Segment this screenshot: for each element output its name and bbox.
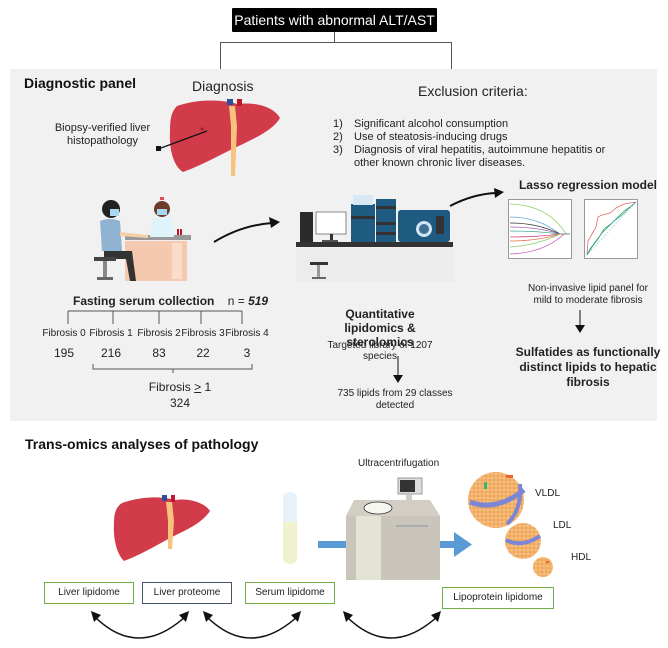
fibrosis-4-label: Fibrosis 4 xyxy=(225,328,269,339)
exclusion-item: 1)Significant alcohol consumption xyxy=(333,118,509,130)
arrow-down-lasso xyxy=(575,310,585,333)
fibrosis-2-count: 83 xyxy=(152,346,166,360)
ultracentrifuge-illustration xyxy=(318,477,472,580)
fibrosis-0-label: Fibrosis 0 xyxy=(42,328,86,339)
library-size-text: Targeted library of 1207 species xyxy=(327,340,433,362)
portal-vein-icon xyxy=(227,99,233,105)
biopsy-label: Biopsy-verified liver histopathology xyxy=(45,122,160,148)
arrow-to-lipidomics xyxy=(213,217,280,243)
vldl-label: VLDL xyxy=(535,488,561,499)
arrow-to-lasso xyxy=(449,188,504,207)
connector-vertical xyxy=(334,32,335,42)
arrow-in-icon xyxy=(318,541,346,548)
trans-omics-title: Trans-omics analyses of pathology xyxy=(25,436,259,452)
ldl-particle xyxy=(505,523,542,559)
serum-collection-illustration xyxy=(94,197,191,281)
nurse-body-icon xyxy=(150,217,174,237)
monitor-icon xyxy=(315,211,347,235)
fibrosis-3-count: 22 xyxy=(196,346,210,360)
connector-left-drop xyxy=(220,42,221,69)
exclusion-item: 2)Use of steatosis-inducing drugs xyxy=(333,131,508,143)
lasso-roc-plot xyxy=(584,199,638,259)
fibrosis-bracket xyxy=(67,310,243,324)
lipoprotein-lipidome-box: Lipoprotein lipidome xyxy=(442,587,554,609)
fibrosis-4-count: 3 xyxy=(243,346,251,360)
artery-icon xyxy=(237,99,242,106)
serum-tube-icon xyxy=(283,492,297,564)
biopsy-needle-icon xyxy=(160,130,208,149)
liver-biopsy-illustration xyxy=(156,99,280,176)
exclusion-item: 3)Diagnosis of viral hepatitis, autoimmu… xyxy=(333,144,606,156)
double-arrow-serum-lipoprotein xyxy=(343,611,441,639)
liver-lipidome-box: Liver lipidome xyxy=(44,582,134,604)
lipidomics-instrument-illustration xyxy=(296,195,454,282)
vldl-particle xyxy=(468,472,526,528)
exclusion-title: Exclusion criteria: xyxy=(418,83,528,99)
stool-icon xyxy=(94,257,116,261)
serum-title-text: Fasting serum collection xyxy=(73,294,215,308)
biopsy-label-line1: Biopsy-verified liver xyxy=(54,122,151,134)
fibrosis-0-count: 195 xyxy=(53,346,75,360)
connector-horizontal xyxy=(220,42,452,43)
fibrosis-summary-label: Fibrosis > 1 xyxy=(148,380,212,394)
fibrosis-1-label: Fibrosis 1 xyxy=(89,328,133,339)
pump-stack-icon xyxy=(376,199,396,242)
hdl-particle xyxy=(533,557,553,577)
portal-vein-icon xyxy=(162,495,167,501)
n-value: 519 xyxy=(248,294,269,308)
diagnosis-label: Diagnosis xyxy=(192,78,254,94)
rotor-lid-icon xyxy=(363,501,393,515)
biopsy-label-line2: histopathology xyxy=(67,135,138,147)
liver-proteome-box: Liver proteome xyxy=(142,582,232,604)
n-label: n = xyxy=(227,294,245,308)
fibrosis-2-label: Fibrosis 2 xyxy=(137,328,181,339)
liver-icon xyxy=(113,495,210,561)
liver-icon xyxy=(169,100,280,172)
lab-stool-icon xyxy=(310,262,328,265)
lipids-detected-text: 735 lipids from 29 classes detected xyxy=(337,388,453,411)
bile-duct-icon xyxy=(166,502,174,549)
serum-lipidome-box: Serum lipidome xyxy=(245,582,335,604)
lasso-coefficient-plot xyxy=(508,199,572,259)
blood-tubes-icon xyxy=(177,229,179,235)
bench-top-icon xyxy=(296,242,453,247)
ultracentrifugation-label: Ultracentrifugation xyxy=(358,458,440,469)
connector-right-drop xyxy=(451,42,452,69)
bile-duct-icon xyxy=(229,106,237,176)
ldl-label: LDL xyxy=(553,520,572,531)
fibrosis-1-count: 216 xyxy=(100,346,122,360)
exclusion-item-continued: other known chronic liver diseases. xyxy=(354,157,526,169)
fibrosis-3-label: Fibrosis 3 xyxy=(181,328,225,339)
artery-icon xyxy=(171,495,175,502)
serum-collection-title: Fasting serum collection n = 519 xyxy=(73,294,268,308)
patients-header-box: Patients with abnormal ALT/AST xyxy=(232,8,437,32)
double-arrow-lipidome-proteome xyxy=(91,611,189,639)
patient-body-icon xyxy=(100,219,122,251)
diagnostic-panel-title: Diagnostic panel xyxy=(24,75,137,91)
computer-tower-icon xyxy=(300,212,313,242)
lc-stack-icon xyxy=(351,204,375,242)
arrow-out-icon xyxy=(440,541,456,548)
lipidomics-title: Quantitative lipidomics & sterolomics xyxy=(344,307,416,349)
fibrosis-summary-count: 324 xyxy=(169,396,191,410)
sulfatides-result: Sulfatides as functionally distinct lipi… xyxy=(515,345,661,389)
fibrosis-summary-bracket xyxy=(92,364,253,373)
exclusion-list: 1)Significant alcohol consumption 2)Use … xyxy=(333,118,605,170)
lipid-panel-text: Non-invasive lipid panel for mild to mod… xyxy=(527,283,649,306)
lipoprotein-particles xyxy=(468,472,553,577)
hdl-label: HDL xyxy=(571,552,592,563)
double-arrow-proteome-serum xyxy=(203,611,301,639)
arrow-down-library xyxy=(393,356,403,383)
lasso-title: Lasso regression model xyxy=(518,178,658,192)
